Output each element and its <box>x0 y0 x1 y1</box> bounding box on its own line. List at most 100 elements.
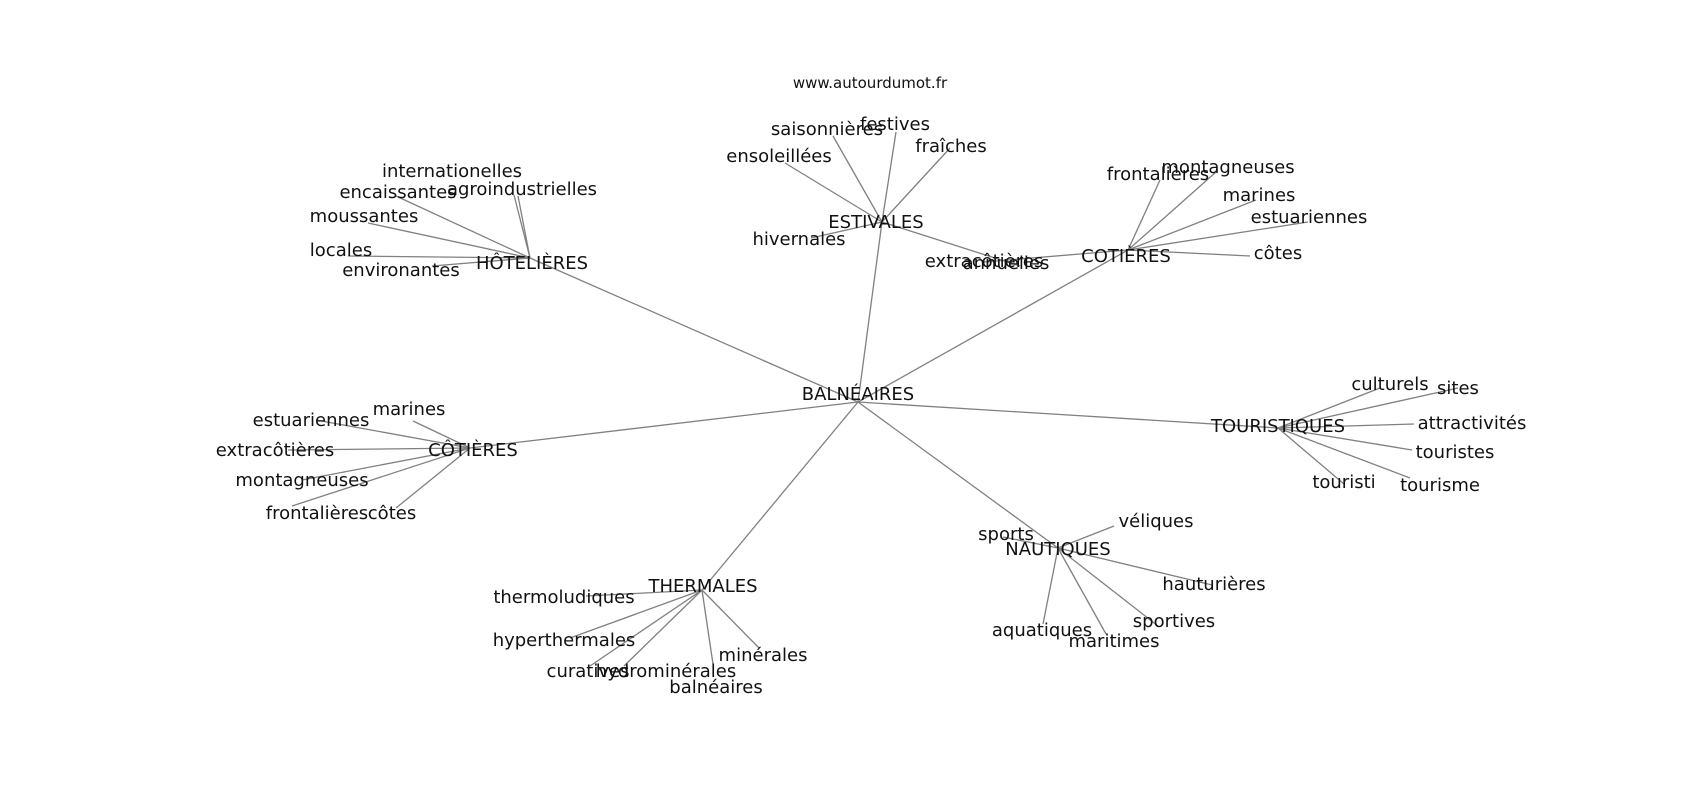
hub-node-label: CÔTIÈRES <box>428 439 518 461</box>
edge-line <box>1057 547 1107 635</box>
edge-line <box>1277 427 1345 485</box>
edge-line <box>832 135 883 223</box>
edge-line <box>1277 427 1411 479</box>
leaf-node-label: tourisme <box>1400 475 1480 496</box>
leaf-node-label: ensoleillées <box>726 146 831 167</box>
leaf-node-label: culturels <box>1351 374 1428 395</box>
edge-line <box>529 257 859 403</box>
edge-line <box>701 401 859 591</box>
leaf-node-label: aquatiques <box>992 620 1092 641</box>
leaf-node-label: estuariennes <box>1251 207 1368 228</box>
hub-node-label: NAUTIQUES <box>1005 539 1110 560</box>
leaf-node-label: attractivités <box>1418 413 1527 434</box>
leaf-node-label: hyperthermales <box>493 630 636 651</box>
leaf-node-label: festives <box>860 114 930 135</box>
leaf-node-label: frontalières <box>266 503 368 524</box>
leaf-node-label: extracôtières <box>216 440 334 461</box>
leaf-node-label: véliques <box>1118 511 1193 532</box>
leaf-node-label: locales <box>310 240 372 261</box>
edge-line <box>1277 387 1459 429</box>
edge-line <box>881 131 897 223</box>
edge-line <box>1002 536 1059 549</box>
edge-line <box>1127 199 1257 251</box>
leaf-node-label: frontalières <box>1107 164 1209 185</box>
edge-line <box>1057 547 1213 586</box>
leaf-node-label: maritimes <box>1068 631 1159 652</box>
edge-line <box>1127 171 1217 251</box>
edge-line <box>857 401 1279 429</box>
leaf-node-label: estuariennes <box>253 410 370 431</box>
leaf-node-label: extracôtières <box>925 251 1043 272</box>
leaf-node-label: montagneuses <box>235 470 368 491</box>
hub-node-label: HÔTELIÈRES <box>476 252 588 274</box>
leaf-node-label: internationelles <box>382 161 522 182</box>
edge-line <box>301 447 471 481</box>
edge-line <box>857 249 1129 403</box>
leaf-node-label: hydrominérales <box>596 661 736 682</box>
edge-line <box>315 419 471 449</box>
leaf-node-label: annuelles <box>963 253 1050 274</box>
leaf-node-label: moussantes <box>310 206 419 227</box>
leaf-node-label: curatives <box>547 661 630 682</box>
edge-line <box>881 221 1021 267</box>
hub-node-label: TOURISTIQUES <box>1210 416 1345 437</box>
center-node-label: BALNÉAIRES <box>802 383 914 405</box>
edge-line <box>569 589 703 639</box>
edge-line <box>1277 423 1415 429</box>
edge-line <box>1042 547 1059 625</box>
edge-line <box>623 589 703 667</box>
leaf-node-label: saisonnières <box>771 119 883 140</box>
leaf-node-label: hauturières <box>1162 574 1265 595</box>
edge-line <box>291 447 471 507</box>
edge-line <box>1127 179 1161 251</box>
leaf-node-label: environantes <box>342 260 460 281</box>
leaf-node-label: fraîches <box>915 136 987 157</box>
leaf-node-label: touristi <box>1312 472 1375 493</box>
edge-line <box>1127 249 1251 257</box>
leaf-node-label: agroindustrielles <box>447 179 597 200</box>
leaf-node-label: montagneuses <box>1161 157 1294 178</box>
leaf-node-label: côtes <box>368 503 416 524</box>
edge-line <box>784 162 883 223</box>
leaf-node-label: encaissantes <box>339 182 456 203</box>
edge-line <box>395 195 531 259</box>
leaf-node-label: thermoludiques <box>493 587 634 608</box>
edge-line <box>412 420 471 449</box>
edge-line <box>347 255 531 259</box>
leaf-node-label: touristes <box>1416 442 1495 463</box>
edge-line <box>881 147 951 223</box>
edge-line <box>1277 427 1413 451</box>
edge-line <box>701 589 714 665</box>
leaf-node-label: minérales <box>719 645 808 666</box>
hub-node-label: ESTIVALES <box>828 212 923 233</box>
edge-line <box>857 221 883 403</box>
leaf-node-label: hivernales <box>752 229 845 250</box>
edge-line <box>701 589 760 649</box>
edge-line <box>810 221 883 239</box>
edge-line <box>1127 221 1309 251</box>
edge-line <box>1057 547 1159 627</box>
edge-line <box>1057 525 1115 549</box>
hub-node-label: THERMALES <box>647 576 757 597</box>
edge-line <box>983 249 1129 263</box>
leaf-node-label: marines <box>373 399 446 420</box>
leaf-node-label: sites <box>1437 378 1479 399</box>
edge-line <box>857 401 1059 549</box>
edge-line <box>589 589 703 667</box>
edge-line <box>287 447 471 451</box>
leaf-node-label: balnéaires <box>669 677 762 698</box>
leaf-node-label: côtes <box>1254 243 1302 264</box>
edge-line <box>517 195 531 259</box>
leaf-node-label: sports <box>978 524 1034 545</box>
edge-line <box>431 257 531 267</box>
edge-line <box>395 447 471 509</box>
edge-line <box>367 222 531 259</box>
edge-line <box>469 401 859 449</box>
edge-line <box>1277 387 1381 429</box>
hub-node-label: COTIÈRES <box>1081 245 1171 267</box>
edge-line <box>585 589 703 597</box>
site-url: www.autourdumot.fr <box>793 74 948 92</box>
leaf-node-label: sportives <box>1133 611 1215 632</box>
leaf-node-label: marines <box>1223 185 1296 206</box>
